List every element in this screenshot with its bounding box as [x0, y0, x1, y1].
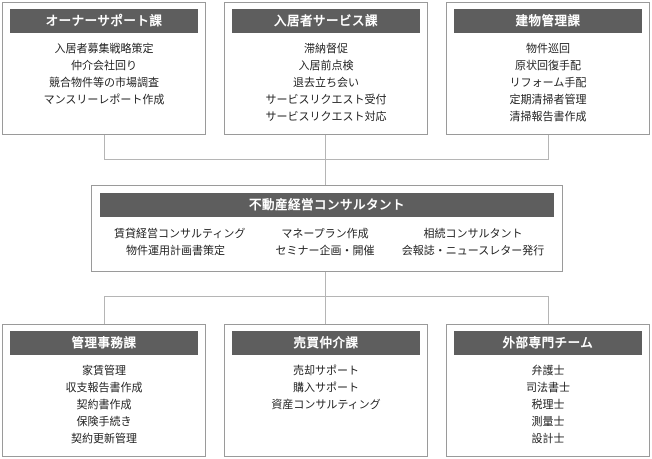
connector-top-left-vertical	[104, 135, 105, 160]
admin-office-items: 家賃管理 収支報告書作成 契約書作成 保険手続き 契約更新管理	[3, 362, 205, 447]
connector-top-horizontal	[104, 159, 549, 160]
tenant-service-box: 入居者サービス課 滞納督促 入居前点検 退去立ち会い サービスリクエスト受付 サ…	[224, 2, 428, 135]
brokerage-items: 売却サポート 購入サポート 資産コンサルティング	[225, 362, 427, 413]
connector-top-center-vertical	[325, 135, 326, 185]
owner-support-title: オーナーサポート課	[10, 9, 198, 33]
list-item: 測量士	[531, 415, 565, 428]
list-item: 入居者募集戦略策定	[54, 42, 154, 55]
list-item: 退去立ち会い	[293, 76, 359, 89]
list-item: 司法書士	[526, 381, 570, 394]
list-item: 清掃報告書作成	[509, 110, 587, 123]
list-item: 資産コンサルティング	[271, 398, 381, 411]
building-management-title: 建物管理課	[454, 9, 642, 33]
list-item: 相続コンサルタント	[423, 227, 523, 240]
connector-bottom-right-vertical	[548, 296, 549, 324]
consultant-column-1: 賃貸経営コンサルティング 物件運用計画書策定	[114, 225, 264, 259]
list-item: 購入サポート	[293, 381, 359, 394]
list-item: マンスリーレポート作成	[43, 93, 165, 106]
connector-top-right-vertical	[548, 135, 549, 160]
list-item: 会報誌・ニュースレター発行	[401, 244, 545, 257]
list-item: 入居前点検	[298, 59, 354, 72]
list-item: 税理士	[531, 398, 565, 411]
building-management-items: 物件巡回 原状回復手配 リフォーム手配 定期清掃者管理 清掃報告書作成	[447, 40, 649, 125]
list-item: 滞納督促	[304, 42, 348, 55]
external-team-items: 弁護士 司法書士 税理士 測量士 設計士	[447, 362, 649, 447]
list-item: リフォーム手配	[509, 76, 587, 89]
brokerage-box: 売買仲介課 売却サポート 購入サポート 資産コンサルティング	[224, 324, 428, 457]
owner-support-box: オーナーサポート課 入居者募集戦略策定 仲介会社回り 競合物件等の市場調査 マン…	[2, 2, 206, 135]
list-item: 競合物件等の市場調査	[49, 76, 159, 89]
list-item: 物件巡回	[526, 42, 570, 55]
list-item: 契約更新管理	[71, 432, 137, 445]
tenant-service-title: 入居者サービス課	[232, 9, 420, 33]
building-management-box: 建物管理課 物件巡回 原状回復手配 リフォーム手配 定期清掃者管理 清掃報告書作…	[446, 2, 650, 135]
list-item: マネープラン作成	[281, 227, 369, 240]
list-item: 弁護士	[531, 364, 565, 377]
external-team-box: 外部専門チーム 弁護士 司法書士 税理士 測量士 設計士	[446, 324, 650, 457]
connector-bottom-center-vertical	[325, 272, 326, 324]
list-item: サービスリクエスト対応	[265, 110, 387, 123]
list-item: サービスリクエスト受付	[265, 93, 387, 106]
brokerage-title: 売買仲介課	[232, 331, 420, 355]
list-item: 保険手続き	[76, 415, 132, 428]
consultant-box: 不動産経営コンサルタント 賃貸経営コンサルティング 物件運用計画書策定 マネープ…	[91, 185, 563, 272]
list-item: 収支報告書作成	[65, 381, 143, 394]
list-item: 賃貸経営コンサルティング	[114, 227, 246, 240]
list-item: 売却サポート	[293, 364, 359, 377]
admin-office-title: 管理事務課	[10, 331, 198, 355]
list-item: 設計士	[531, 432, 565, 445]
list-item: 物件運用計画書策定	[126, 244, 225, 257]
admin-office-box: 管理事務課 家賃管理 収支報告書作成 契約書作成 保険手続き 契約更新管理	[2, 324, 206, 457]
list-item: 原状回復手配	[515, 59, 581, 72]
connector-bottom-left-vertical	[104, 296, 105, 324]
list-item: 契約書作成	[76, 398, 132, 411]
external-team-title: 外部専門チーム	[454, 331, 642, 355]
list-item: 家賃管理	[82, 364, 126, 377]
tenant-service-items: 滞納督促 入居前点検 退去立ち会い サービスリクエスト受付 サービスリクエスト対…	[225, 40, 427, 125]
list-item: 仲介会社回り	[71, 59, 137, 72]
list-item: 定期清掃者管理	[509, 93, 587, 106]
consultant-column-2: マネープラン作成 セミナー企画・開催	[270, 225, 380, 259]
connector-bottom-horizontal	[104, 296, 549, 297]
consultant-title: 不動産経営コンサルタント	[100, 193, 554, 217]
list-item: セミナー企画・開催	[275, 244, 375, 257]
consultant-column-3: 相続コンサルタント 会報誌・ニュースレター発行	[393, 225, 553, 259]
owner-support-items: 入居者募集戦略策定 仲介会社回り 競合物件等の市場調査 マンスリーレポート作成	[3, 40, 205, 108]
